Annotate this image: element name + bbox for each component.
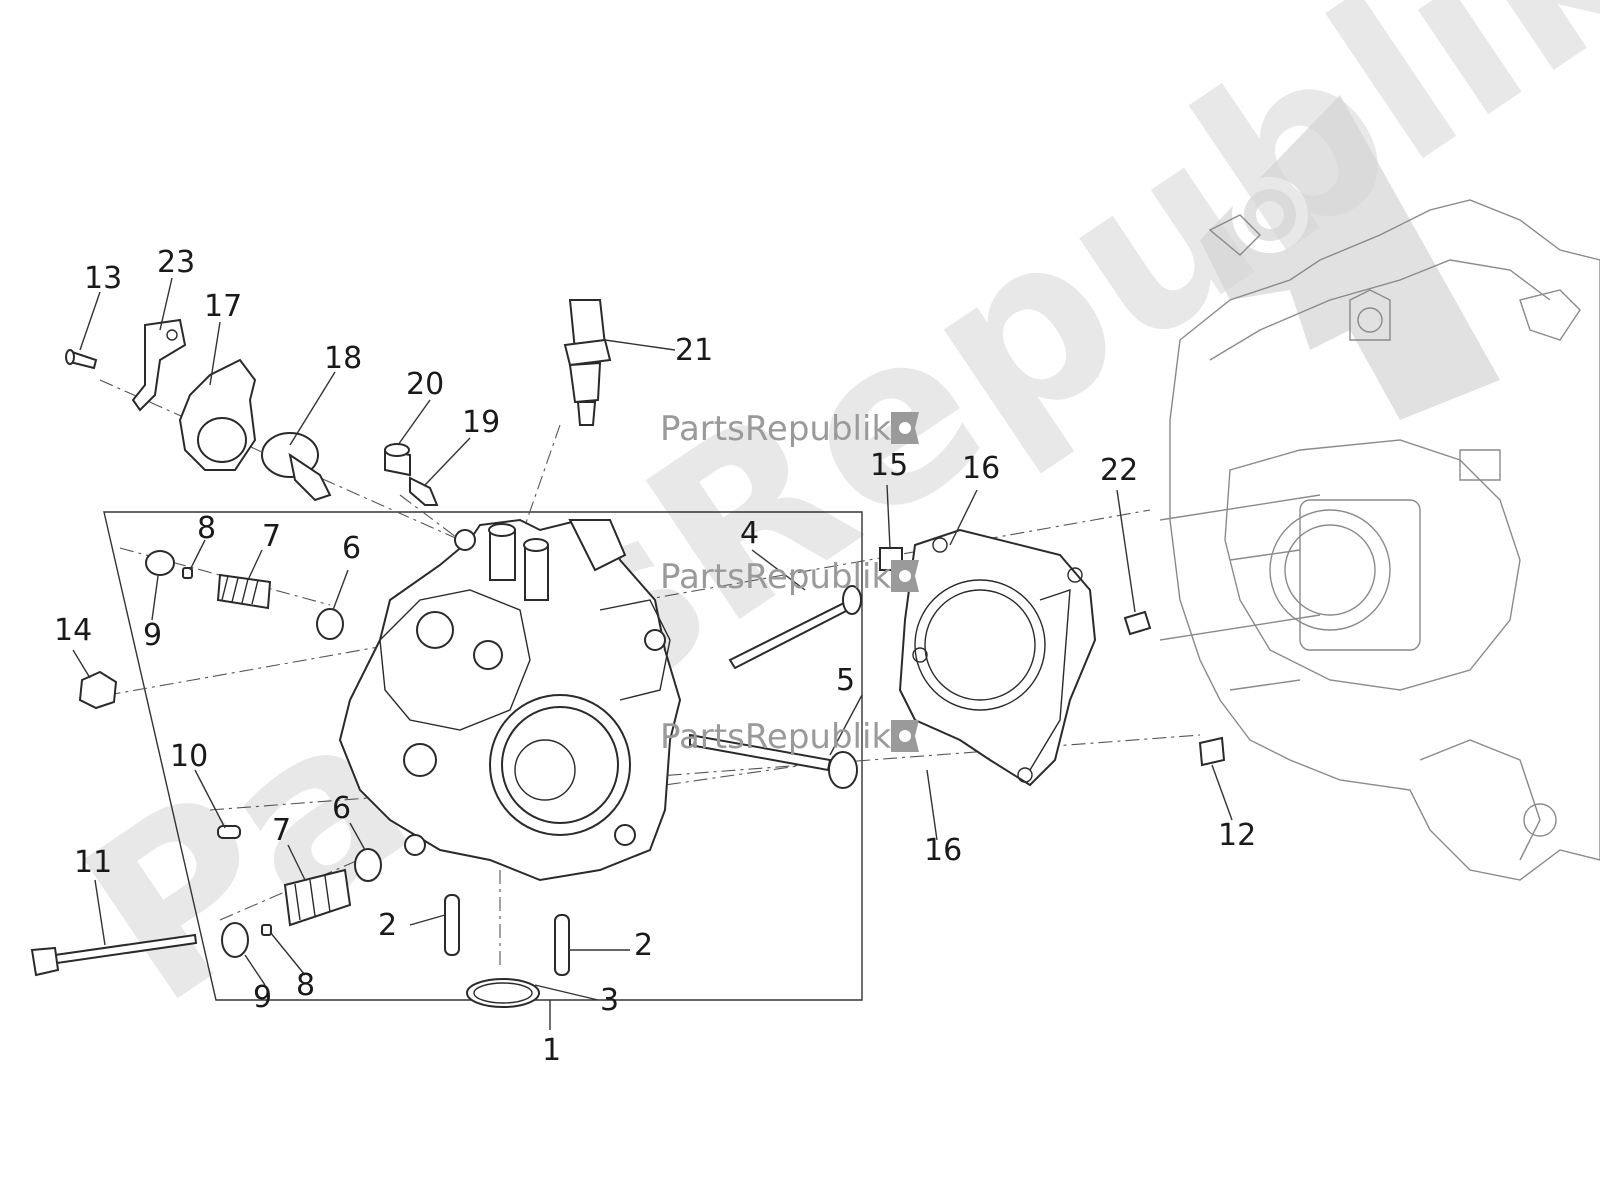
crankcase-outline bbox=[1159, 199, 1600, 881]
gear-flag-icon bbox=[891, 560, 919, 592]
callout-18: 13 bbox=[84, 261, 122, 296]
gear-flag-icon bbox=[891, 412, 919, 444]
callout-3: 3 bbox=[600, 983, 619, 1018]
callout-9-top: 9 bbox=[143, 618, 162, 653]
callout-17: 18 bbox=[324, 341, 362, 376]
callout-2-left: 2 bbox=[378, 908, 397, 943]
callout-10: 10 bbox=[170, 739, 208, 774]
callout-22: 22 bbox=[1100, 453, 1138, 488]
callout-6-bottom: 6 bbox=[332, 791, 351, 826]
callout-16: 17 bbox=[204, 289, 242, 324]
callout-12: 12 bbox=[1218, 818, 1256, 853]
callout-4: 4 bbox=[740, 516, 759, 551]
callout-8-bottom: 8 bbox=[296, 968, 315, 1003]
callout-2-right: 2 bbox=[634, 928, 653, 963]
head-gasket bbox=[898, 528, 1097, 787]
watermark-text: PartsRepublik bbox=[660, 409, 891, 449]
callout-6-top: 6 bbox=[342, 531, 361, 566]
callout-1: 1 bbox=[542, 1033, 561, 1068]
callout-8-top: 8 bbox=[197, 511, 216, 546]
cylinder-head bbox=[338, 518, 682, 882]
callout-14-bottom: 16 bbox=[924, 833, 962, 868]
callout-9-bottom: 9 bbox=[253, 980, 272, 1015]
callout-14-top: 15 bbox=[870, 448, 908, 483]
small-parts bbox=[30, 299, 1226, 1008]
callout-7-top: 7 bbox=[262, 519, 281, 554]
callout-5: 5 bbox=[836, 663, 855, 698]
callout-23: 23 bbox=[157, 245, 195, 280]
callout-11: 11 bbox=[74, 845, 112, 880]
gear-icon bbox=[1232, 177, 1308, 253]
callout-numbers: 13 23 17 18 20 19 21 8 7 6 9 14 4 5 10 6… bbox=[54, 245, 1256, 1068]
callout-20: 20 bbox=[406, 367, 444, 402]
gear-flag-icon bbox=[891, 720, 919, 752]
leader-lines bbox=[72, 277, 1233, 1030]
assembly-frame bbox=[103, 511, 863, 1001]
watermark-text: PartsRepublik bbox=[660, 717, 891, 757]
callout-21: 21 bbox=[675, 333, 713, 368]
watermark-3: PartsRepublik bbox=[660, 717, 919, 757]
watermark-1: PartsRepublik bbox=[660, 409, 919, 449]
callout-7-bottom: 7 bbox=[272, 813, 291, 848]
watermark-text: PartsRepublik bbox=[660, 557, 891, 597]
callout-15: 16 bbox=[962, 451, 1000, 486]
callout-19: 19 bbox=[462, 405, 500, 440]
watermark-2: PartsRepublik bbox=[660, 557, 919, 597]
callout-13: 14 bbox=[54, 613, 92, 648]
